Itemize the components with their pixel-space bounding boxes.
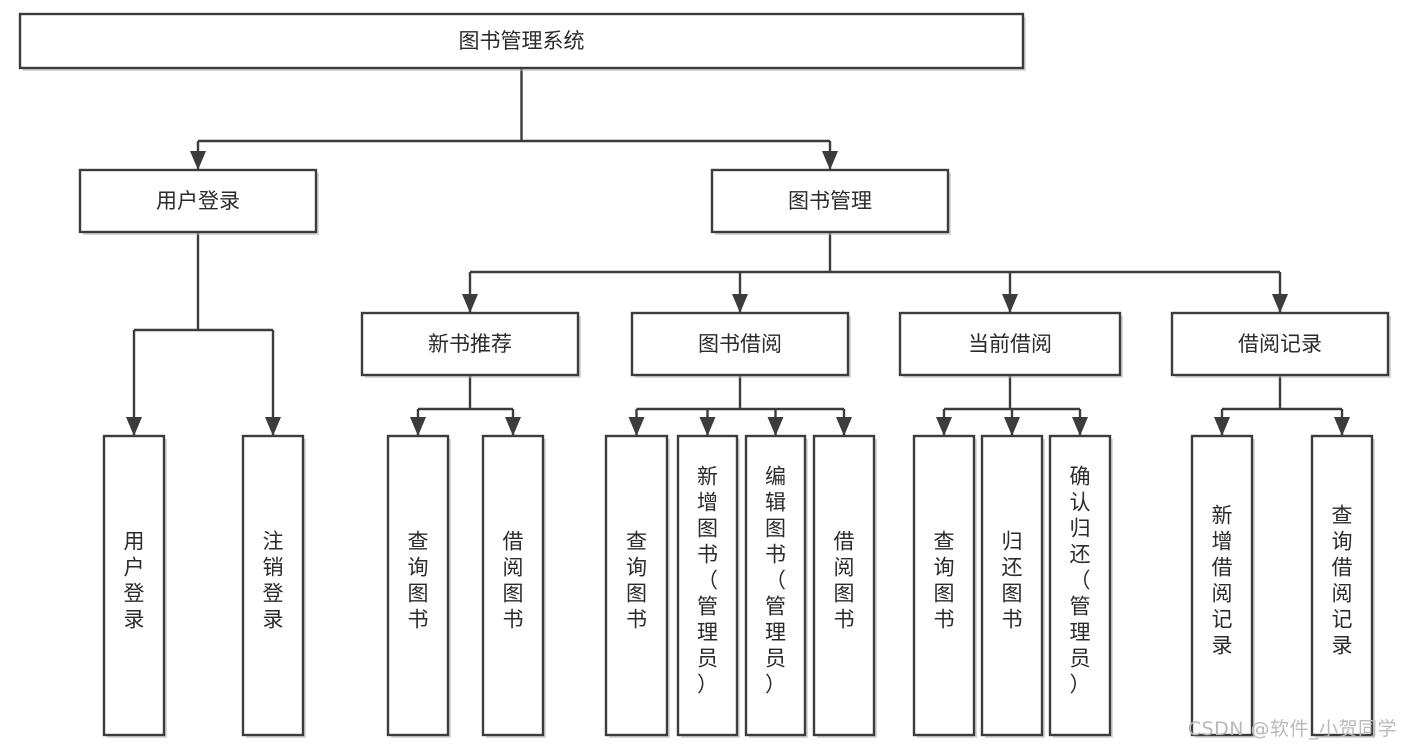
connectors-layer bbox=[126, 68, 1350, 436]
node-box bbox=[1310, 434, 1374, 737]
node-label: 新书推荐 bbox=[428, 332, 512, 356]
node-book-borrow[interactable]: 图书借阅 bbox=[630, 311, 851, 378]
node-edit-book-admin[interactable]: 编辑图书（管理员） bbox=[744, 434, 808, 738]
node-current-borrow[interactable]: 当前借阅 bbox=[898, 311, 1123, 378]
arrow-head-icon bbox=[126, 417, 142, 436]
node-label: 注销登录 bbox=[263, 530, 284, 632]
arrow-head-icon bbox=[1214, 417, 1230, 436]
node-box bbox=[912, 434, 976, 737]
node-user-logout[interactable]: 注销登录 bbox=[241, 434, 306, 738]
node-box bbox=[241, 434, 305, 737]
node-confirm-return-admin[interactable]: 确认归还（管理员） bbox=[1048, 434, 1113, 738]
nodes-layer: 图书管理系统用户登录图书管理用户登录注销登录新书推荐查询图书借阅图书图书借阅查询… bbox=[18, 12, 1391, 738]
node-book-manage[interactable]: 图书管理 bbox=[710, 168, 951, 235]
node-box bbox=[980, 434, 1044, 737]
node-box bbox=[604, 434, 669, 737]
node-label: 借阅记录 bbox=[1238, 332, 1322, 356]
node-box bbox=[481, 434, 545, 737]
node-query-book-3[interactable]: 查询图书 bbox=[912, 434, 977, 738]
node-query-borrow-record[interactable]: 查询借阅记录 bbox=[1310, 434, 1375, 738]
node-label: 图书管理系统 bbox=[459, 29, 585, 53]
node-label: 用户登录 bbox=[124, 530, 145, 632]
node-return-book[interactable]: 归还图书 bbox=[980, 434, 1045, 738]
arrow-head-icon bbox=[190, 151, 206, 170]
node-new-book-recommend[interactable]: 新书推荐 bbox=[360, 311, 581, 378]
node-box bbox=[102, 434, 166, 737]
node-query-book-1[interactable]: 查询图书 bbox=[386, 434, 451, 738]
node-label: 归还图书 bbox=[1002, 530, 1023, 632]
arrow-head-icon bbox=[732, 294, 748, 313]
node-root[interactable]: 图书管理系统 bbox=[18, 12, 1026, 71]
node-borrow-record[interactable]: 借阅记录 bbox=[1170, 311, 1391, 378]
node-label: 图书管理 bbox=[788, 189, 872, 213]
node-box bbox=[386, 434, 450, 737]
node-box bbox=[1048, 434, 1112, 737]
watermark-text: CSDN @软件_小贺同学 bbox=[1187, 718, 1397, 740]
arrow-head-icon bbox=[836, 417, 852, 436]
arrow-head-icon bbox=[1002, 294, 1018, 313]
node-box bbox=[1170, 311, 1390, 377]
arrow-head-icon bbox=[265, 417, 281, 436]
node-label: 图书借阅 bbox=[698, 332, 782, 356]
arrow-head-icon bbox=[1072, 417, 1088, 436]
arrow-head-icon bbox=[410, 417, 426, 436]
node-label: 查询借阅记录 bbox=[1332, 504, 1353, 658]
arrow-head-icon bbox=[462, 294, 478, 313]
node-borrow-book-1[interactable]: 借阅图书 bbox=[481, 434, 546, 738]
arrow-head-icon bbox=[822, 151, 838, 170]
arrow-head-icon bbox=[505, 417, 521, 436]
node-label: 用户登录 bbox=[156, 189, 240, 213]
node-user-login[interactable]: 用户登录 bbox=[78, 168, 319, 235]
arrow-head-icon bbox=[767, 417, 784, 436]
arrow-head-icon bbox=[1272, 294, 1288, 313]
node-box bbox=[744, 434, 807, 737]
node-box bbox=[676, 434, 739, 737]
node-label: 编辑图书（管理员） bbox=[765, 465, 786, 697]
node-label: 借阅图书 bbox=[834, 530, 855, 632]
arrow-head-icon bbox=[1004, 417, 1020, 436]
node-label: 新增图书（管理员） bbox=[697, 465, 718, 697]
node-query-book-2[interactable]: 查询图书 bbox=[604, 434, 670, 738]
node-user-login-do[interactable]: 用户登录 bbox=[102, 434, 167, 738]
node-borrow-book-2[interactable]: 借阅图书 bbox=[812, 434, 877, 738]
node-add-borrow-record[interactable]: 新增借阅记录 bbox=[1190, 434, 1255, 738]
node-box bbox=[630, 311, 850, 377]
node-add-book-admin[interactable]: 新增图书（管理员） bbox=[676, 434, 740, 738]
node-label: 查询图书 bbox=[934, 530, 955, 632]
node-label: 当前借阅 bbox=[968, 332, 1052, 356]
node-box bbox=[18, 12, 1025, 70]
node-box bbox=[360, 311, 580, 377]
node-label: 查询图书 bbox=[408, 530, 429, 632]
node-label: 确认归还（管理员） bbox=[1070, 465, 1091, 697]
node-label: 查询图书 bbox=[626, 530, 647, 632]
node-label: 借阅图书 bbox=[503, 530, 524, 632]
arrow-head-icon bbox=[699, 417, 716, 436]
node-box bbox=[78, 168, 318, 234]
arrow-head-icon bbox=[936, 417, 952, 436]
node-box bbox=[898, 311, 1122, 377]
node-label: 新增借阅记录 bbox=[1212, 504, 1233, 658]
node-box bbox=[1190, 434, 1254, 737]
node-box bbox=[812, 434, 876, 737]
node-box bbox=[710, 168, 950, 234]
arrow-head-icon bbox=[628, 417, 645, 436]
arrow-head-icon bbox=[1334, 417, 1350, 436]
